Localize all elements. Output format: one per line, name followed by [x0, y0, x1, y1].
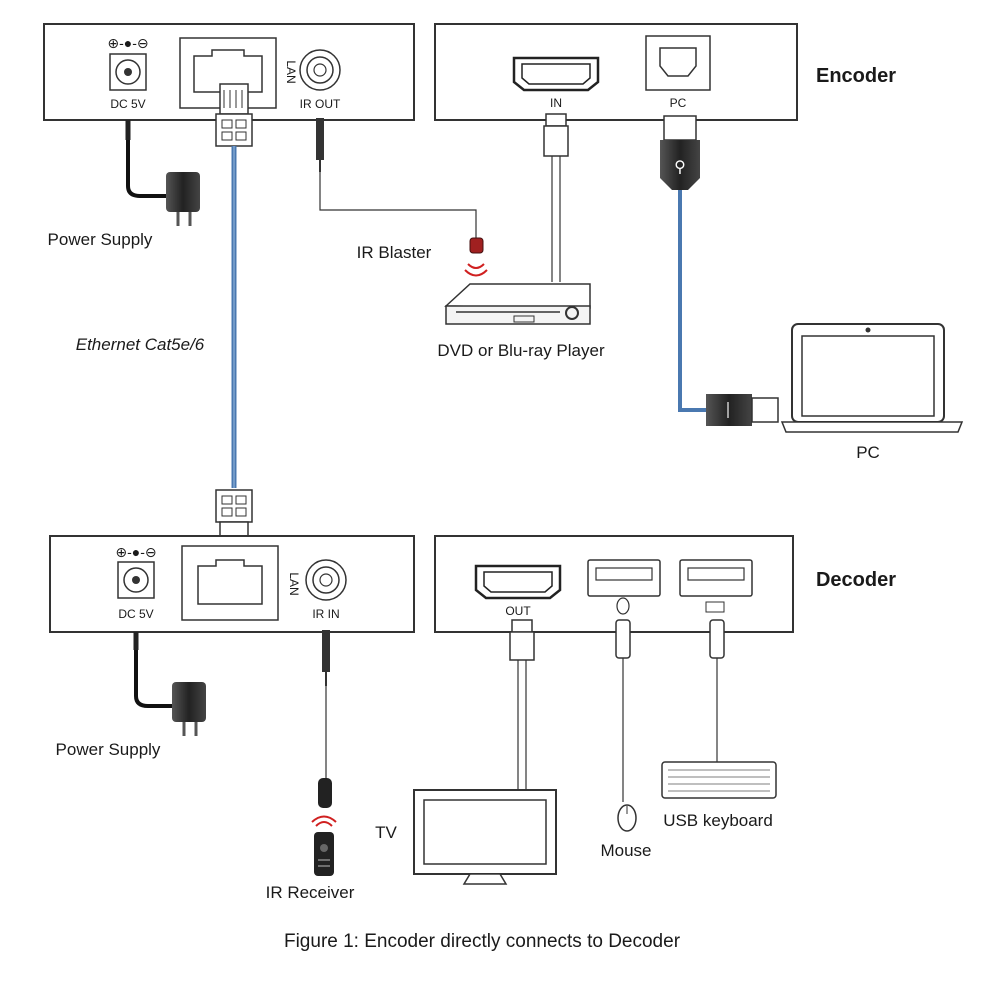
ethernet-cable: Ethernet Cat5e/6 — [76, 146, 237, 488]
mouse-icon — [616, 597, 630, 615]
keyboard-cable: USB keyboard — [661, 619, 777, 830]
ir-receiver-label: IR Receiver — [266, 883, 355, 902]
power-supply-label: Power Supply — [48, 230, 153, 249]
lan-label-bottom: LAN — [287, 572, 301, 595]
receiver-unit: ⊕-●-⊖ DC 5V LAN IR IN — [49, 535, 415, 633]
tv-label: TV — [375, 823, 397, 842]
svg-text:⚲: ⚲ — [674, 159, 686, 176]
encoder-title: Encoder — [816, 65, 896, 87]
keyboard-device — [661, 761, 777, 799]
usb-keyboard-label: USB keyboard — [663, 811, 773, 830]
rj45-plug-top — [215, 83, 253, 147]
ir-out-port: IR OUT — [299, 49, 341, 111]
ethernet-label: Ethernet Cat5e/6 — [76, 335, 205, 354]
laptop-pc: PC — [780, 323, 964, 462]
dvd-player-label: DVD or Blu-ray Player — [437, 341, 605, 360]
mouse-device — [617, 804, 637, 832]
ir-receiver: IR Receiver — [266, 630, 355, 902]
usb-cable: ⚲ — [660, 115, 779, 426]
decoder-unit: OUT Decoder — [434, 535, 896, 633]
dc-power-jack: ⊕-●-⊖ DC 5V — [107, 35, 148, 111]
dc-power-jack-bottom: ⊕-●-⊖ DC 5V — [115, 544, 156, 621]
ir-blaster-label: IR Blaster — [357, 243, 432, 262]
in-label: IN — [550, 96, 562, 110]
power-supply-top: Power Supply — [48, 120, 200, 249]
dvd-player: DVD or Blu-ray Player — [437, 283, 605, 360]
hdmi-cable-bottom — [509, 619, 535, 790]
lan-port-bottom: LAN — [181, 545, 301, 621]
dc-5v-label: DC 5V — [110, 97, 145, 111]
hdmi-out-port: OUT — [474, 564, 562, 618]
ir-in-port: IR IN — [305, 559, 347, 621]
figure-caption: Figure 1: Encoder directly connects to D… — [284, 931, 681, 952]
mouse-label: Mouse — [600, 841, 651, 860]
usb-b-port: PC — [645, 35, 711, 110]
usb-port-mouse — [587, 559, 661, 615]
hdmi-cable-top — [543, 113, 569, 282]
hdmi-in-port: IN — [512, 56, 600, 110]
encoder-unit: IN PC Encoder — [434, 23, 896, 121]
tv: TV — [375, 789, 557, 885]
polarity-symbol-bottom: ⊕-●-⊖ — [115, 544, 156, 560]
usb-port-keyboard — [679, 559, 753, 613]
lan-label: LAN — [284, 60, 298, 83]
out-label: OUT — [505, 604, 531, 618]
power-supply-label-bottom: Power Supply — [56, 740, 161, 759]
ir-blaster: IR Blaster — [316, 118, 488, 277]
keyboard-icon — [705, 601, 725, 613]
polarity-symbol: ⊕-●-⊖ — [107, 35, 148, 51]
ir-in-label: IR IN — [312, 607, 339, 621]
pc-port-label: PC — [670, 96, 687, 110]
mouse-cable: Mouse — [600, 619, 652, 860]
pc-label: PC — [856, 443, 880, 462]
power-supply-bottom: Power Supply — [56, 632, 206, 759]
ir-out-label: IR OUT — [300, 97, 341, 111]
decoder-title: Decoder — [816, 569, 896, 591]
dc-5v-label-bottom: DC 5V — [118, 607, 153, 621]
